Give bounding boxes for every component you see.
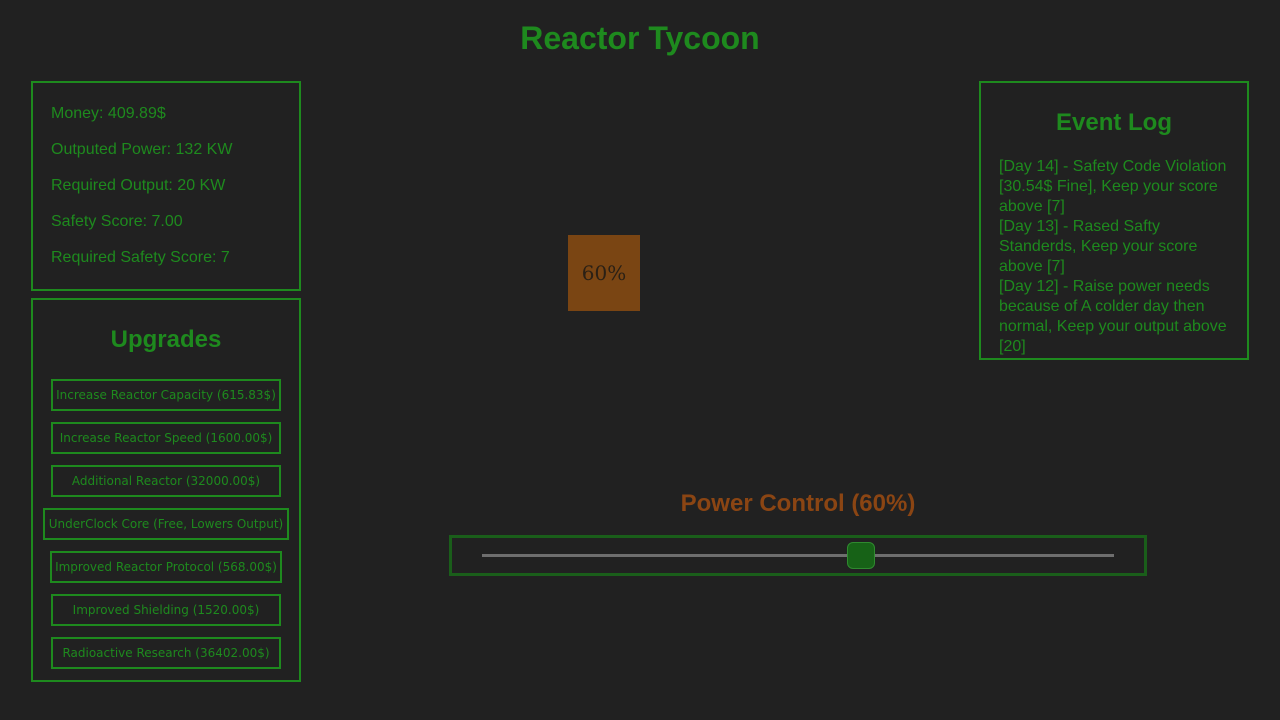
upgrades-panel: Upgrades Increase Reactor Capacity (615.… — [31, 298, 301, 682]
improved-shielding-button[interactable]: Improved Shielding (1520.00$) — [51, 594, 281, 626]
required-output-stat: Required Output: 20 KW — [51, 177, 226, 194]
reactor-power-label: 60% — [581, 261, 627, 285]
slider-track[interactable] — [482, 554, 1114, 557]
money-stat: Money: 409.89$ — [51, 105, 166, 122]
event-log-entry: [Day 13] - Rased Safty Standerds, Keep y… — [999, 218, 1198, 275]
event-log-entry: [Day 12] - Raise power needs because of … — [999, 278, 1227, 355]
upgrades-heading: Upgrades — [110, 326, 222, 353]
event-log-list: [Day 14] - Safety Code Violation [30.54$… — [999, 157, 1237, 357]
power-control-label: Power Control (60%) — [680, 490, 916, 517]
underclock-core-button[interactable]: UnderClock Core (Free, Lowers Output) — [43, 508, 289, 540]
outputted-power-stat: Outputed Power: 132 KW — [51, 141, 233, 158]
safety-score-stat: Safety Score: 7.00 — [51, 213, 183, 230]
stats-panel: Money: 409.89$ Outputed Power: 132 KW Re… — [31, 81, 301, 291]
increase-reactor-speed-button[interactable]: Increase Reactor Speed (1600.00$) — [51, 422, 281, 454]
required-safety-score-stat: Required Safety Score: 7 — [51, 249, 230, 266]
additional-reactor-button[interactable]: Additional Reactor (32000.00$) — [51, 465, 281, 497]
event-log-heading: Event Log — [1055, 109, 1172, 136]
game-title: Reactor Tycoon — [520, 20, 760, 56]
event-log-panel: Event Log [Day 14] - Safety Code Violati… — [979, 81, 1249, 360]
radioactive-research-button[interactable]: Radioactive Research (36402.00$) — [51, 637, 281, 669]
increase-reactor-capacity-button[interactable]: Increase Reactor Capacity (615.83$) — [51, 379, 281, 411]
slider-thumb[interactable] — [847, 542, 876, 569]
power-control-slider[interactable] — [449, 535, 1147, 576]
improved-reactor-protocol-button[interactable]: Improved Reactor Protocol (568.00$) — [50, 551, 282, 583]
reactor-core: 60% — [568, 235, 640, 311]
event-log-entry: [Day 14] - Safety Code Violation [30.54$… — [999, 158, 1227, 215]
